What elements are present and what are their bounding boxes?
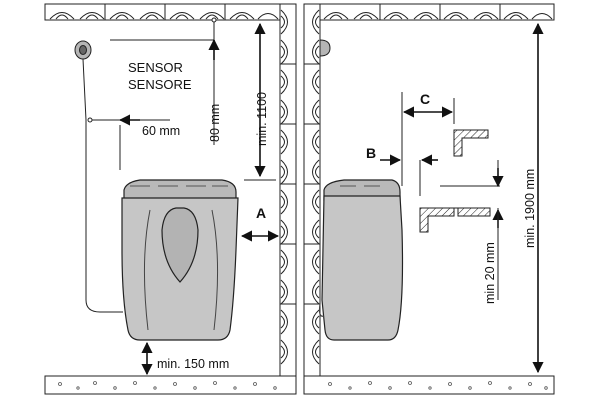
right-wall-wood bbox=[303, 3, 321, 377]
dim-150-label: min. 150 mm bbox=[157, 357, 229, 371]
sensor-cable bbox=[82, 58, 123, 313]
heater-front bbox=[121, 179, 239, 341]
dim-1100-label: min. 1100 bbox=[255, 92, 269, 146]
hatched-section-left bbox=[419, 207, 455, 233]
left-floor bbox=[44, 375, 297, 395]
left-wall-wood bbox=[279, 3, 297, 377]
dim-c-label: C bbox=[420, 91, 430, 107]
sensor-icon bbox=[74, 40, 92, 60]
sensor-dimension-lines bbox=[87, 17, 217, 170]
dim-a-label: A bbox=[256, 205, 266, 221]
hatched-section-right bbox=[457, 207, 491, 217]
dim-c-guides bbox=[401, 92, 500, 209]
right-panel: C B min 20 mm min. 1900 mm bbox=[303, 3, 555, 395]
wall-sensor-icon bbox=[319, 39, 331, 57]
right-ceiling-wood bbox=[319, 3, 555, 21]
hatched-section-upper bbox=[453, 129, 489, 157]
dim-80-label: 80 mm bbox=[208, 104, 222, 142]
dim-1900-label: min. 1900 mm bbox=[523, 169, 537, 248]
dim-b-label: B bbox=[366, 145, 376, 161]
left-ceiling-wood bbox=[44, 3, 283, 21]
sensore-label: SENSORE bbox=[128, 77, 192, 92]
right-floor bbox=[303, 375, 555, 395]
dim-60-label: 60 mm bbox=[142, 124, 180, 138]
dim-20-label: min 20 mm bbox=[483, 242, 497, 304]
heater-side bbox=[318, 179, 404, 341]
sensor-label: SENSOR bbox=[128, 60, 183, 75]
left-panel: SENSOR SENSORE 80 mm 60 mm min. 1100 bbox=[44, 3, 297, 395]
